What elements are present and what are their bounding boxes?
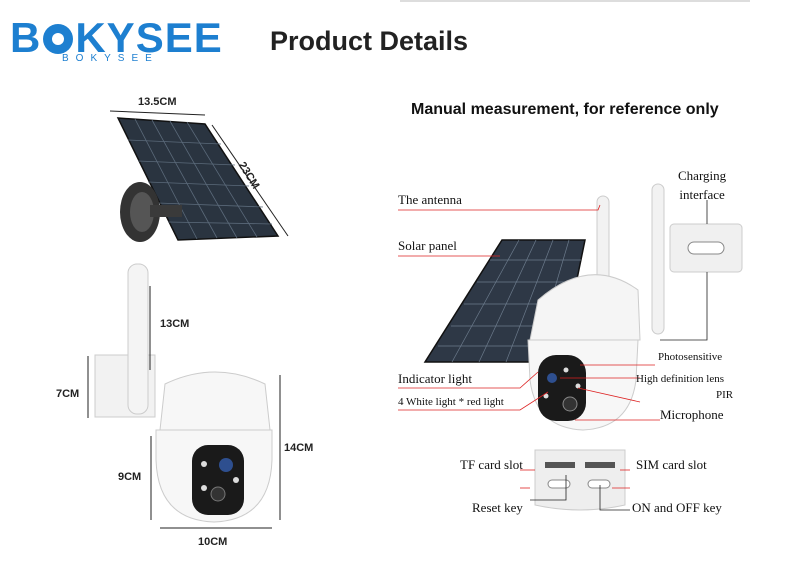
solar-panel-left-image	[116, 117, 280, 242]
label-microphone: Microphone	[660, 407, 724, 422]
label-solar-panel: Solar panel	[398, 238, 457, 253]
label-photosensitive: Photosensitive	[658, 351, 723, 363]
label-white-light: 4 White light * red light	[398, 396, 504, 408]
label-indicator: Indicator light	[398, 371, 473, 386]
camera-left-image	[94, 263, 273, 523]
label-reset-key: Reset key	[472, 500, 523, 515]
charging-label-line2: interface	[679, 187, 725, 202]
dim-panel-width: 13.5CM	[138, 96, 177, 108]
dim-total-height: 14CM	[284, 442, 314, 454]
bottom-slots-image	[534, 449, 626, 511]
camera-right-image	[527, 183, 665, 431]
page-title: Product Details	[270, 26, 469, 56]
top-divider	[400, 0, 750, 2]
brand-subtitle: BOKYSEE	[62, 53, 159, 64]
eye-icon	[43, 24, 74, 54]
label-hd-lens: High definition lens	[636, 373, 724, 385]
label-sim-slot: SIM card slot	[636, 457, 707, 472]
charging-port-image	[669, 223, 743, 273]
charging-label: Charging interface	[678, 166, 726, 204]
dim-mount: 7CM	[56, 388, 80, 400]
dim-width: 10CM	[198, 536, 228, 548]
label-pir: PIR	[716, 389, 734, 401]
details-heading: Manual measurement, for reference only	[411, 101, 719, 118]
dim-head-height: 9CM	[118, 471, 142, 483]
label-tf-slot: TF card slot	[460, 457, 523, 472]
label-power-key: ON and OFF key	[632, 500, 722, 515]
label-antenna: The antenna	[398, 192, 462, 207]
dim-antenna: 13CM	[160, 318, 190, 330]
charging-label-line1: Charging	[678, 168, 727, 183]
